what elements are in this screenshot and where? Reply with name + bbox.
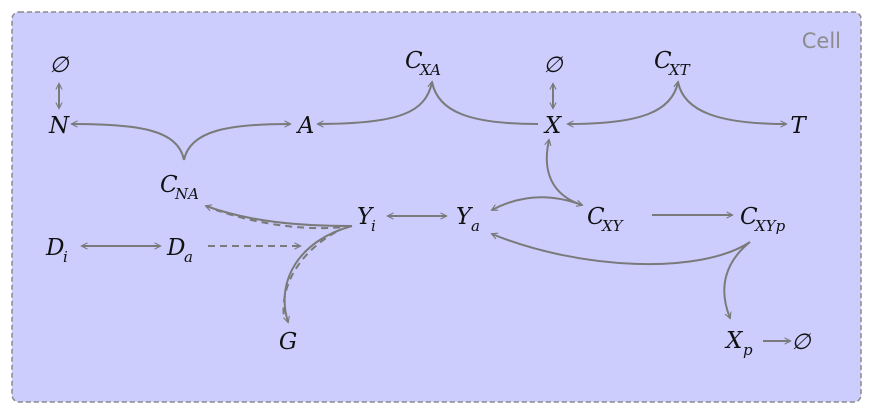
svg-text:∅: ∅: [791, 330, 811, 355]
edge-CNA-N: [72, 124, 185, 161]
svg-text:C: C: [654, 48, 672, 74]
node-CXT: C XT: [654, 48, 691, 79]
edge-CXYp-Ya: [492, 234, 751, 266]
node-empty-bottom-right: ∅: [791, 330, 811, 355]
svg-text:C: C: [587, 204, 605, 230]
svg-text:∅: ∅: [543, 53, 563, 78]
edge-Ya-CXY: [492, 196, 583, 210]
node-empty-top-left: ∅: [49, 53, 69, 78]
node-Yi: Y i: [357, 204, 376, 235]
svg-text:XY: XY: [601, 217, 625, 235]
node-Ya: Y a: [456, 204, 480, 235]
edge-Yi-CNA-dashed: [215, 209, 353, 230]
node-X: X: [543, 113, 563, 139]
svg-text:NA: NA: [174, 185, 199, 203]
edges: [59, 82, 790, 341]
svg-text:XA: XA: [419, 61, 441, 79]
svg-text:G: G: [279, 329, 297, 355]
node-CXY: C XY: [587, 204, 625, 235]
svg-text:T: T: [790, 113, 807, 139]
edge-CXT-X: [568, 82, 678, 124]
cell-label: Cell: [802, 29, 841, 53]
svg-text:C: C: [160, 172, 178, 198]
svg-text:∅: ∅: [49, 53, 69, 78]
edge-CXT-T: [677, 81, 786, 124]
svg-text:X: X: [724, 328, 744, 354]
svg-text:D: D: [166, 235, 185, 261]
svg-text:A: A: [296, 113, 315, 139]
node-CNA: C NA: [160, 172, 199, 203]
node-Di: D i: [45, 235, 68, 266]
edge-CXA-X: [431, 81, 539, 125]
svg-text:a: a: [184, 248, 193, 266]
node-A: A: [296, 113, 315, 139]
edge-CNA-A: [183, 124, 290, 161]
svg-text:XYp: XYp: [754, 217, 786, 235]
svg-text:N: N: [48, 113, 70, 139]
node-CXA: C XA: [405, 48, 441, 79]
svg-text:a: a: [471, 217, 480, 235]
svg-text:i: i: [63, 248, 68, 266]
node-empty-top-middle: ∅: [543, 53, 563, 78]
svg-text:Y: Y: [456, 204, 474, 230]
edge-CXA-A: [318, 82, 432, 124]
node-Da: D a: [166, 235, 193, 266]
svg-text:Y: Y: [357, 204, 375, 230]
svg-text:XT: XT: [668, 61, 691, 79]
edge-Yi-G-dashed: [282, 231, 337, 319]
svg-text:C: C: [405, 48, 423, 74]
svg-text:X: X: [543, 113, 563, 139]
edge-CXYp-Xp: [723, 241, 751, 318]
node-CXYp: C XYp: [740, 204, 786, 235]
svg-text:D: D: [45, 235, 64, 261]
node-Xp: X p: [724, 328, 753, 359]
svg-text:i: i: [371, 217, 376, 235]
node-T: T: [790, 113, 807, 139]
svg-text:p: p: [743, 341, 753, 359]
node-N: N: [48, 113, 70, 139]
node-G: G: [279, 329, 297, 355]
svg-text:C: C: [740, 204, 758, 230]
